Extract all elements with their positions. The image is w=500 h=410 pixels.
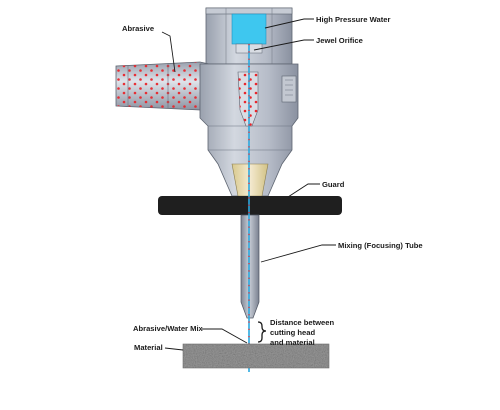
- label-material: Material: [134, 343, 163, 352]
- high-pressure-water-chamber: [231, 13, 267, 45]
- guard-plate: [158, 196, 342, 215]
- distance-brace: [257, 321, 267, 343]
- label-jewel-orifice: Jewel Orifice: [316, 36, 363, 45]
- label-abrasive-water-mix: Abrasive/Water Mix: [133, 324, 204, 333]
- label-guard: Guard: [322, 180, 345, 189]
- label-distance-line3: and material: [270, 338, 315, 347]
- label-distance-line1: Distance between: [270, 318, 335, 327]
- label-mixing-tube: Mixing (Focusing) Tube: [338, 241, 423, 250]
- material-block: [183, 344, 329, 368]
- nozzle-insert: [231, 163, 269, 197]
- label-abrasive: Abrasive: [122, 24, 154, 33]
- label-high-pressure-water: High Pressure Water: [316, 15, 390, 24]
- mixing-tube: [240, 214, 260, 319]
- leader-lines: [161, 18, 336, 351]
- label-distance-line2: cutting head: [270, 328, 316, 337]
